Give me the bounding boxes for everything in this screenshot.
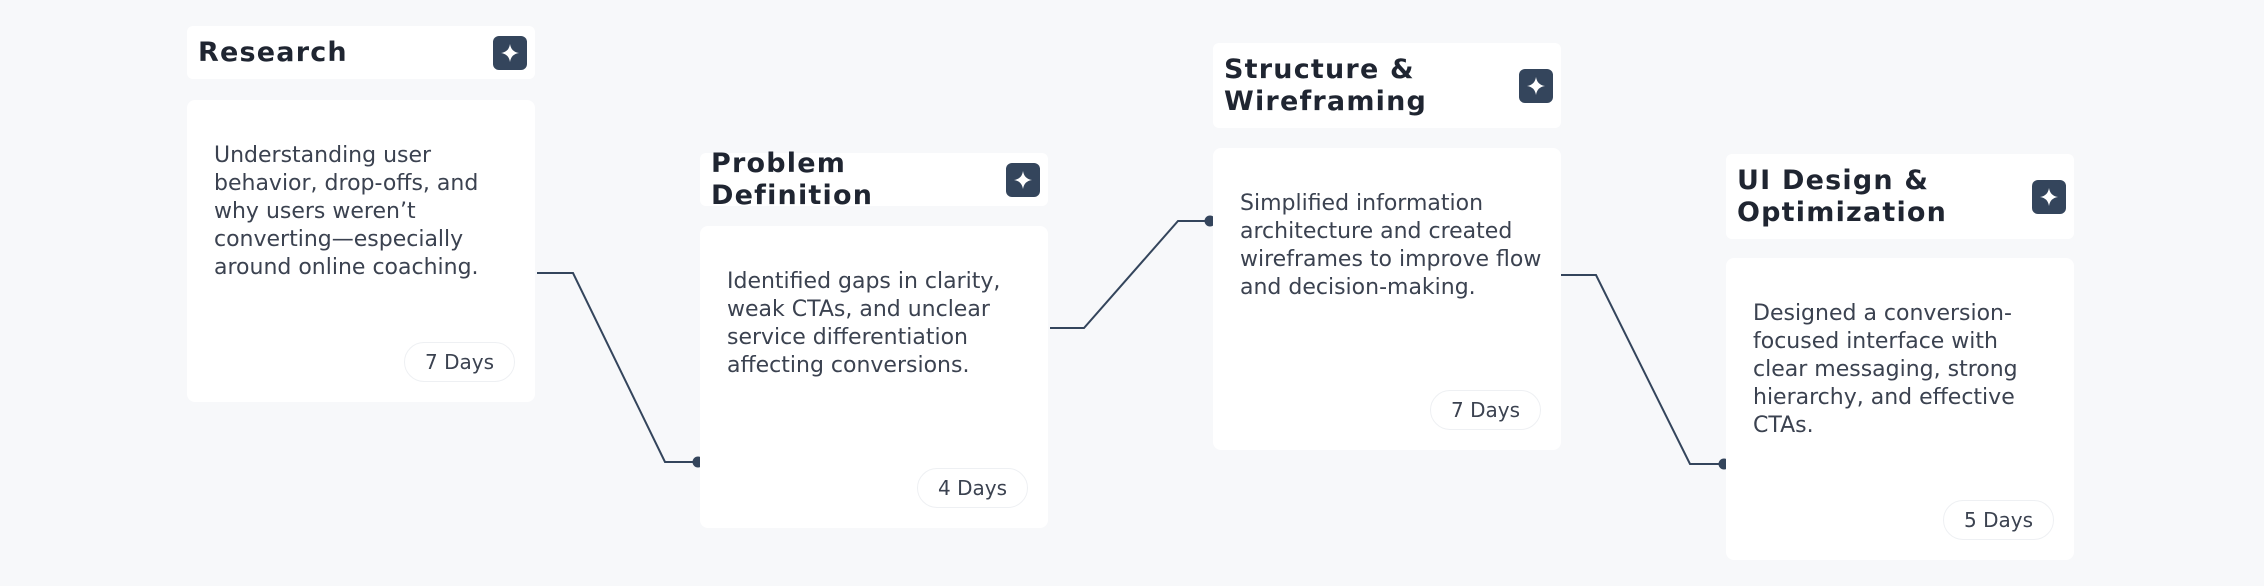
duration-badge: 4 Days: [917, 468, 1028, 508]
step-description: Identified gaps in clarity, weak CTAs, a…: [727, 269, 1001, 378]
step-header-ui-design-optimization: UI Design & Optimization: [1726, 154, 2074, 239]
step-card-problem-definition: Identified gaps in clarity, weak CTAs, a…: [700, 226, 1048, 528]
step-header-research: Research: [187, 26, 535, 79]
duration-badge: 7 Days: [404, 342, 515, 382]
connector-research-to-problem: [537, 272, 697, 463]
step-card-structure-wireframing: Simplified information architecture and …: [1213, 148, 1561, 450]
step-card-ui-design-optimization: Designed a conversion-focused interface …: [1726, 258, 2074, 560]
duration-badge: 5 Days: [1943, 500, 2054, 540]
connector-structure-to-ui: [1561, 274, 1724, 465]
connector-problem-to-structure: [1050, 220, 1209, 329]
step-header-problem-definition: Problem Definition: [700, 148, 1048, 211]
sparkle-button[interactable]: [1006, 162, 1040, 197]
sparkle-icon: [1014, 170, 1032, 189]
sparkle-icon: [501, 43, 519, 62]
step-title: Problem Definition: [711, 147, 874, 211]
step-title: UI Design & Optimization: [1737, 164, 1948, 228]
sparkle-button[interactable]: [2032, 179, 2066, 214]
duration-badge: 7 Days: [1430, 390, 1541, 430]
connector-dot: [1204, 215, 1216, 227]
sparkle-button[interactable]: [1519, 68, 1553, 103]
sparkle-icon: [2040, 187, 2058, 206]
sparkle-icon: [1527, 76, 1545, 95]
step-header-structure-wireframing: Structure & Wireframing: [1213, 43, 1561, 128]
step-card-research: Understanding user behavior, drop-offs, …: [187, 100, 535, 402]
step-description: Simplified information architecture and …: [1240, 191, 1542, 300]
step-description: Designed a conversion-focused interface …: [1753, 301, 2018, 438]
step-description: Understanding user behavior, drop-offs, …: [214, 143, 479, 280]
step-title: Structure & Wireframing: [1224, 53, 1428, 117]
sparkle-button[interactable]: [493, 35, 527, 70]
step-title: Research: [198, 36, 348, 68]
